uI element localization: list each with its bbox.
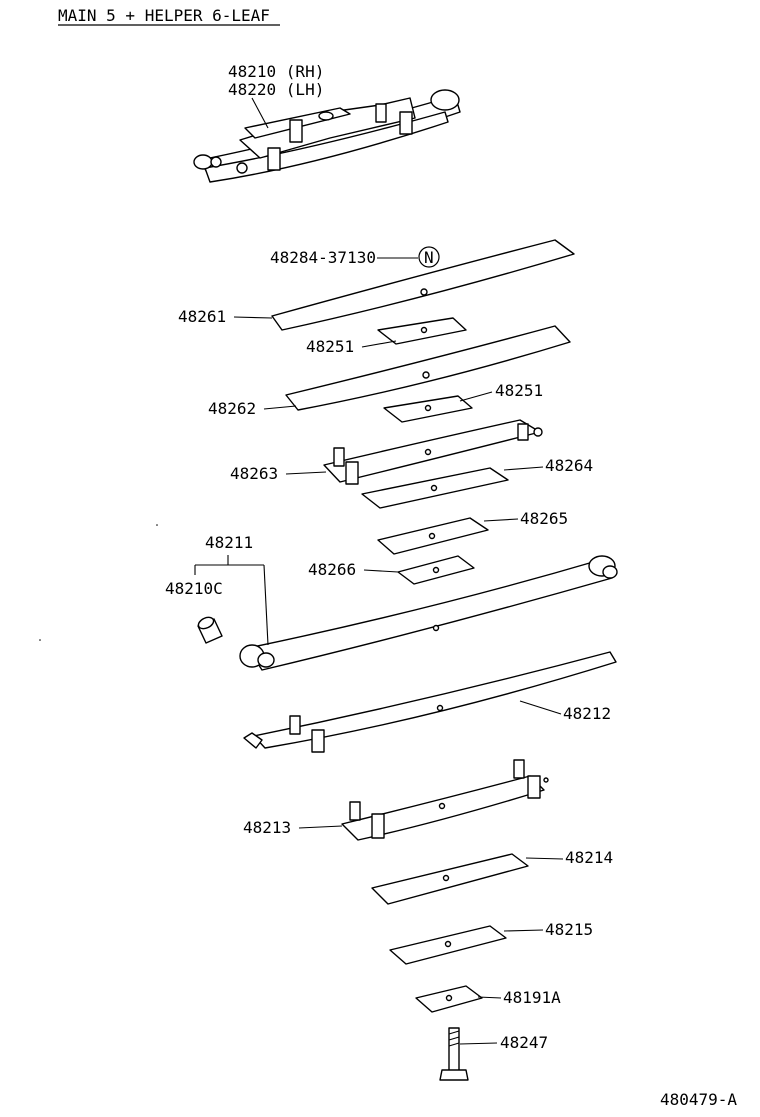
clip-b: [383, 395, 473, 423]
label-helper-leaf-4: 48264: [545, 456, 593, 475]
main-leaf-2: [243, 651, 617, 753]
label-clip-a: 48251: [306, 337, 354, 356]
label-main-leaf-4: 48214: [565, 848, 613, 867]
label-helper-leaf-1: 48261: [178, 307, 226, 326]
label-helper-leaf-5: 48265: [520, 509, 568, 528]
clip-a: [377, 317, 467, 345]
diagram-title: MAIN 5 + HELPER 6-LEAF: [58, 6, 270, 25]
label-helper-leaf-2: 48262: [208, 399, 256, 418]
assembly-label-lh: 48220 (LH): [228, 80, 324, 99]
label-center-bolt: 48247: [500, 1033, 548, 1052]
center-bolt: [439, 1027, 469, 1081]
label-main-leaf-1: 48211: [205, 533, 253, 552]
label-main-leaf-2: 48212: [563, 704, 611, 723]
label-main-leaf-3: 48213: [243, 818, 291, 837]
label-helper-leaf-6: 48266: [308, 560, 356, 579]
label-spacer: 48191A: [503, 988, 561, 1007]
label-clip-b: 48251: [495, 381, 543, 400]
bushing: [197, 616, 223, 644]
helper-leaf-3: [323, 419, 543, 485]
new-part-symbol: N: [424, 248, 434, 267]
helper-leaf-6: [397, 555, 475, 585]
helper-leaf-2: [285, 325, 571, 411]
label-bushing: 48210C: [165, 579, 223, 598]
helper-leaf-5: [377, 517, 489, 555]
spacer: [415, 985, 483, 1013]
main-leaf-1: [239, 555, 618, 671]
label-helper-leaf-3: 48263: [230, 464, 278, 483]
helper-leaf-1: [271, 239, 575, 331]
assembly-label-rh: 48210 (RH): [228, 62, 324, 81]
helper-leaf-4: [361, 467, 509, 509]
leaf-spring-assembly: [193, 89, 461, 183]
main-leaf-3: [341, 759, 549, 841]
main-leaf-5: [389, 925, 507, 965]
label-main-leaf-5: 48215: [545, 920, 593, 939]
figure-code: 480479-A: [660, 1090, 737, 1109]
main-leaf-4: [371, 853, 529, 905]
new-part-badge: [418, 246, 440, 268]
label-leaf-tip-insert: 48284-37130: [270, 248, 376, 267]
